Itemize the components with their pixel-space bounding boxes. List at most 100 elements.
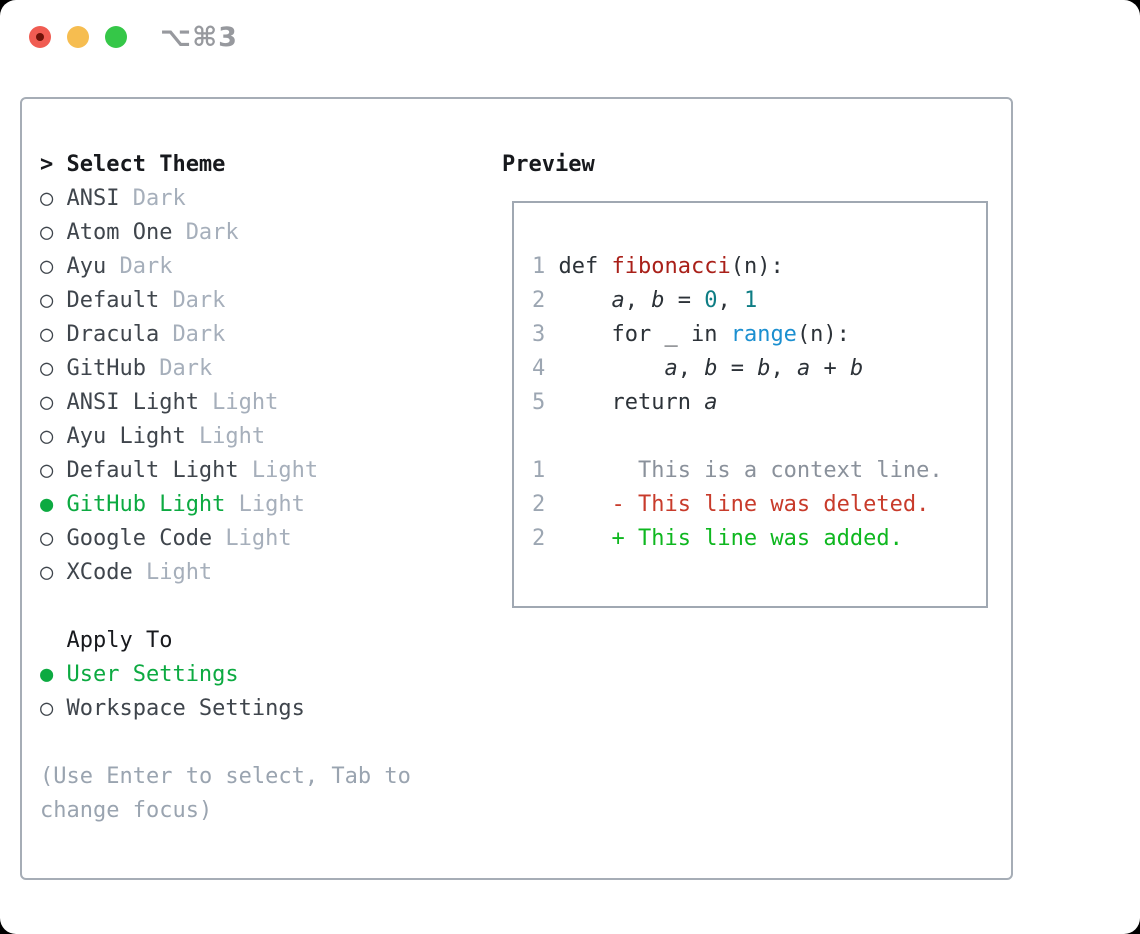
code-segment-code xyxy=(545,288,611,313)
code-segment-var: b xyxy=(651,288,665,313)
theme-variant-label: Light xyxy=(251,458,319,483)
diff-line: 1 This is a context line. xyxy=(532,454,986,488)
diff-preview: 1 This is a context line.2 - This line w… xyxy=(532,454,986,556)
spacer xyxy=(40,726,411,760)
theme-list-item-label: Ayu Light xyxy=(66,424,186,449)
radio-selected-icon: ● xyxy=(40,662,54,687)
code-segment-builtin: range xyxy=(730,322,797,347)
code-segment-code xyxy=(545,322,611,347)
code-line: 4 a, b = b, a + b xyxy=(532,352,986,386)
theme-variant-label: Dark xyxy=(159,356,213,381)
spacer xyxy=(532,420,986,454)
code-segment-code: (n): xyxy=(730,254,784,279)
code-segment-add: + This line was added. xyxy=(545,526,903,551)
code-segment-lineno: 3 xyxy=(532,322,546,347)
radio-icon: ○ xyxy=(40,322,54,347)
apply-to-header-label: Apply To xyxy=(66,628,173,653)
radio-icon: ○ xyxy=(40,356,54,381)
theme-list-item-label: GitHub xyxy=(66,356,146,381)
theme-list-item-label: XCode xyxy=(66,560,133,585)
theme-list-item-label: ANSI xyxy=(66,186,120,211)
theme-list-item[interactable]: ○ GitHub Dark xyxy=(40,352,411,386)
theme-variant-label: Light xyxy=(212,390,279,415)
minimize-button[interactable] xyxy=(67,26,89,48)
theme-list-item-label: ANSI Light xyxy=(66,390,199,415)
unsaved-changes-dot xyxy=(36,33,44,41)
code-segment-lineno: 5 xyxy=(532,390,546,415)
titlebar: ⌥⌘3 xyxy=(0,0,1140,75)
code-segment-code: def xyxy=(558,254,612,279)
theme-list-item[interactable]: ○ ANSI Light Light xyxy=(40,386,411,420)
select-theme-header: > Select Theme xyxy=(40,148,411,182)
theme-variant-label: Dark xyxy=(132,186,186,211)
theme-variant-label: Dark xyxy=(172,288,226,313)
code-segment-var: b xyxy=(704,356,718,381)
code-line: 5 return a xyxy=(532,386,986,420)
help-line-2: change focus) xyxy=(40,798,213,823)
window-title: ⌥⌘3 xyxy=(160,22,238,53)
selection-caret-icon: > xyxy=(40,152,54,177)
code-segment-code: = xyxy=(717,356,758,381)
code-segment-var: a xyxy=(664,356,678,381)
apply-to-option-label: User Settings xyxy=(66,662,239,687)
radio-icon: ○ xyxy=(40,458,54,483)
code-segment-func: fibonacci xyxy=(611,254,731,279)
preview-column: Preview 1 def fibonacci(n):2 a, b = 0, 1… xyxy=(502,148,988,608)
code-segment-lineno: 2 xyxy=(532,288,546,313)
code-line: 3 for _ in range(n): xyxy=(532,318,986,352)
theme-variant-label: Light xyxy=(238,492,305,517)
theme-variant-label: Light xyxy=(198,424,266,449)
help-line-1: (Use Enter to select, Tab to xyxy=(40,764,411,789)
close-button[interactable] xyxy=(29,26,51,48)
apply-to-option[interactable]: ● User Settings xyxy=(40,658,411,692)
code-segment-code: = xyxy=(664,288,705,313)
code-segment-code: for _ in xyxy=(611,322,731,347)
radio-selected-icon: ● xyxy=(40,492,54,517)
apply-to-option[interactable]: ○Workspace Settings xyxy=(40,692,411,726)
code-segment-lineno: 4 xyxy=(532,356,546,381)
code-segment-code: , xyxy=(717,288,744,313)
theme-list-item-label: Default xyxy=(66,288,160,313)
radio-icon: ○ xyxy=(40,424,54,449)
code-segment-code xyxy=(545,390,611,415)
zoom-button[interactable] xyxy=(105,26,127,48)
code-line: 2 a, b = 0, 1 xyxy=(532,284,986,318)
code-segment-code: (n): xyxy=(796,322,850,347)
apply-to-list: ● User Settings ○Workspace Settings xyxy=(40,658,411,726)
code-segment-var: b xyxy=(849,356,864,381)
code-segment-var: b xyxy=(757,356,771,381)
code-segment-del: - This line was deleted. xyxy=(545,492,930,517)
code-segment-var: a xyxy=(611,288,625,313)
code-segment-code xyxy=(545,356,664,381)
radio-icon: ○ xyxy=(40,526,54,551)
code-segment-num: 0 xyxy=(704,288,718,313)
code-line: 1 def fibonacci(n): xyxy=(532,250,986,284)
spacer xyxy=(40,590,411,624)
theme-list-item[interactable]: ○ Ayu Light Light xyxy=(40,420,411,454)
radio-icon: ○ xyxy=(40,390,54,415)
code-segment-lineno: 1 xyxy=(532,254,559,279)
preview-header: Preview xyxy=(502,152,595,177)
code-segment-code: , xyxy=(677,356,705,381)
select-theme-header-label: Select Theme xyxy=(66,152,226,177)
help-text: (Use Enter to select, Tab to change focu… xyxy=(40,760,411,828)
radio-icon: ○ xyxy=(40,696,54,721)
code-segment-var: a xyxy=(704,390,718,415)
diff-line: 2 + This line was added. xyxy=(532,522,986,556)
code-segment-lineno: 1 xyxy=(532,458,546,483)
